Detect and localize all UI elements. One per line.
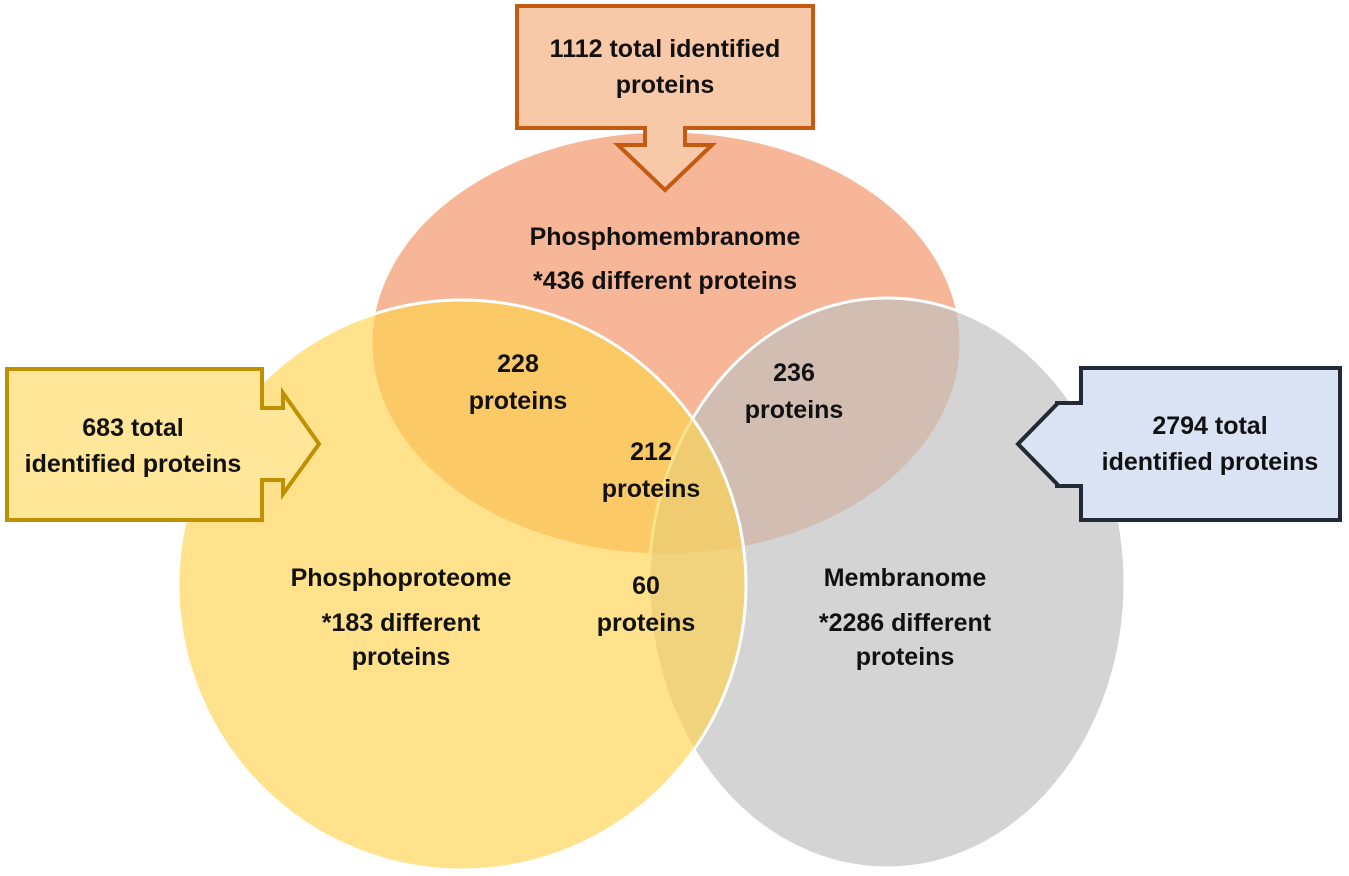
membranome-name: Membranome <box>824 564 987 592</box>
membranome-callout-line2: identified proteins <box>1102 448 1319 476</box>
overlap-all-three: 212 proteins <box>602 438 701 503</box>
overlap-all-unit: proteins <box>602 475 701 503</box>
overlap-pp-m-unit: proteins <box>597 609 696 637</box>
phosphoproteome-unique-line1: *183 different <box>322 609 481 637</box>
phosphomembranome-name: Phosphomembranome <box>530 223 801 251</box>
phosphoproteome-callout-line2: identified proteins <box>25 450 242 478</box>
phosphoproteome-callout-line1: 683 total <box>82 414 183 442</box>
overlap-phosphoproteome-membranome: 60 proteins <box>597 572 696 637</box>
phosphomembranome-label: Phosphomembranome *436 different protein… <box>530 223 801 295</box>
membranome-unique-line1: *2286 different <box>819 609 992 637</box>
membranome-callout-shape <box>1015 366 1342 522</box>
membranome-unique-line2: proteins <box>856 643 955 671</box>
overlap-pm-m-count: 236 <box>773 359 815 387</box>
overlap-phosphomembranome-membranome: 236 proteins <box>745 359 844 424</box>
phosphoproteome-label: Phosphoproteome *183 different proteins <box>291 564 512 671</box>
overlap-all-count: 212 <box>630 438 672 466</box>
phosphoproteome-callout-shape <box>5 367 322 522</box>
phosphoproteome-callout: 683 total identified proteins <box>5 367 322 522</box>
overlap-pm-pp-count: 228 <box>497 350 539 378</box>
membranome-label: Membranome *2286 different proteins <box>819 564 992 671</box>
phosphomembranome-callout-shape <box>515 4 815 193</box>
phosphomembranome-callout: 1112 total identified proteins <box>515 4 815 193</box>
membranome-callout-line1: 2794 total <box>1152 412 1267 440</box>
overlap-pp-m-count: 60 <box>632 572 660 600</box>
phosphomembranome-unique-count: *436 different proteins <box>533 267 797 295</box>
phosphomembranome-callout-line1: 1112 total identified <box>550 35 781 63</box>
phosphoproteome-name: Phosphoproteome <box>291 564 512 592</box>
overlap-pm-m-unit: proteins <box>745 396 844 424</box>
membranome-callout: 2794 total identified proteins <box>1015 366 1342 522</box>
phosphomembranome-callout-line2: proteins <box>616 71 715 99</box>
overlap-pm-pp-unit: proteins <box>469 387 568 415</box>
phosphoproteome-unique-line2: proteins <box>352 643 451 671</box>
overlap-phosphomembranome-phosphoproteome: 228 proteins <box>469 350 568 415</box>
